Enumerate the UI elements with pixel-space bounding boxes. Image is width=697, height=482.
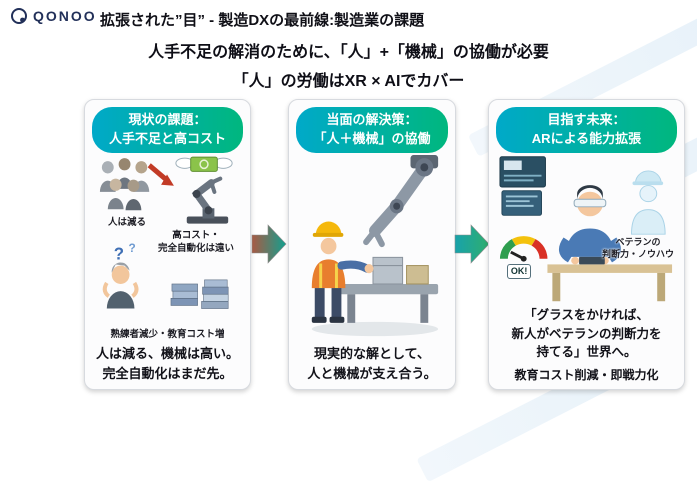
monitors-icon: [499, 155, 546, 216]
panel-future-header-line1: 目指す未来：: [547, 112, 626, 127]
robot-arm-icon: [186, 176, 229, 224]
panel-future-footer-line3: 持てる」世界へ。: [536, 345, 637, 360]
gauge-ok-badge: OK!: [506, 264, 532, 280]
panel-solution-footer-line2: 人と機械が支え合う。: [307, 365, 437, 381]
cobot-arm-icon: [363, 154, 439, 247]
panel-solution-header-pill: 当面の解決策： 「人＋機械」の協働: [296, 107, 448, 153]
svg-text:?: ?: [114, 244, 124, 263]
label-veteran-knowhow: ベテランの 判断力・ノウハウ: [599, 237, 677, 260]
elderly-group-icon: [99, 157, 150, 210]
lead-statement: 人手不足の解消のために、「人」+「機械」の協働が必要 「人」の労働はXR × A…: [0, 38, 697, 91]
label-high-cost-line1: 高コスト・: [172, 230, 220, 242]
panel-current-footer-line2: 完全自動化はまだ先。: [102, 365, 233, 381]
label-training-cost: 熟練者減少・教育コスト増: [110, 328, 225, 340]
page-title: 拡張された”目” - 製造DXの最前線:製造業の課題: [100, 12, 425, 29]
flying-money-icon: [175, 156, 233, 172]
lead-line-2: 「人」の労働はXR × AIでカバー: [232, 73, 465, 90]
veteran-hologram-icon: [631, 170, 666, 235]
label-high-cost: 高コスト・ 完全自動化は遠い: [149, 230, 243, 255]
panel-solution-header-line2: 「人＋機械」の協働: [313, 130, 431, 146]
label-veteran-knowhow-line2: 判断力・ノウハウ: [601, 248, 674, 259]
panel-solution-header-line1: 当面の解決策：: [326, 112, 418, 127]
brand-logo: QONOO: [10, 7, 97, 25]
ar-worker-icon: [559, 184, 621, 265]
brand-logo-icon: [11, 8, 27, 24]
panel-future-illustration: OK! ベテランの 判断力・ノウハウ: [496, 153, 677, 304]
books-stack-icon: [170, 279, 229, 309]
panel-future-footer-line1: 「グラスをかければ、: [524, 307, 649, 322]
panel-current-problem: 現状の課題： 人手不足と高コスト: [84, 99, 251, 390]
panel-future-header-line2: ARによる能力拡張: [531, 130, 642, 146]
label-high-cost-line2: 完全自動化は遠い: [157, 242, 234, 254]
panel-current-header-line1: 現状の課題：: [128, 112, 207, 127]
panel-current-illustration: ? ? 人は減る 高コスト・ 完全自動化は遠い 熟練者減少・: [92, 153, 243, 342]
panel-future-footer: 「グラスをかければ、 新人がベテランの判断力を 持てる」世界へ。: [511, 306, 661, 362]
panel-current-footer: 人は減る、機械は高い。 完全自動化はまだ先。: [96, 344, 239, 383]
label-people-decline: 人は減る: [107, 217, 146, 229]
panel-future-header-pill: 目指す未来： ARによる能力拡張: [496, 107, 677, 153]
lead-line-1: 人手不足の解消のために、「人」+「機械」の協働が必要: [148, 44, 549, 61]
panel-future: 目指す未来： ARによる能力拡張: [488, 99, 685, 390]
flow-arrow-icon: [454, 224, 490, 264]
flow-arrow-icon: [251, 224, 287, 264]
panel-solution-footer-line1: 現実的な解として、: [314, 346, 430, 361]
confused-worker-icon: ? ?: [102, 241, 139, 309]
current-problem-scene: ? ?: [99, 156, 233, 309]
panel-current-header-pill: 現状の課題： 人手不足と高コスト: [92, 107, 243, 153]
label-veteran-knowhow-line1: ベテランの: [615, 237, 661, 248]
panel-current-footer-line1: 人は減る、機械は高い。: [95, 346, 239, 361]
decline-arrow-icon: [147, 162, 174, 186]
human-robot-collaboration-scene: [311, 154, 439, 336]
worktable-icon: [339, 256, 439, 323]
panel-solution: 当面の解決策： 「人＋機械」の協働: [288, 99, 456, 390]
worker-icon: [311, 221, 374, 323]
brand-logo-text: QONOO: [33, 8, 97, 24]
gauge-icon: [499, 235, 548, 262]
svg-text:?: ?: [129, 241, 136, 255]
ar-augmentation-scene: [499, 155, 673, 301]
panel-solution-footer: 現実的な解として、 人と機械が支え合う。: [307, 344, 436, 383]
panel-future-note: 教育コスト削減・即戦力化: [514, 368, 659, 382]
panel-future-footer-line2: 新人がベテランの判断力を: [511, 326, 662, 341]
panel-current-header-line2: 人手不足と高コスト: [108, 130, 226, 146]
panel-solution-illustration: [296, 153, 448, 342]
desk-icon: [547, 264, 673, 301]
